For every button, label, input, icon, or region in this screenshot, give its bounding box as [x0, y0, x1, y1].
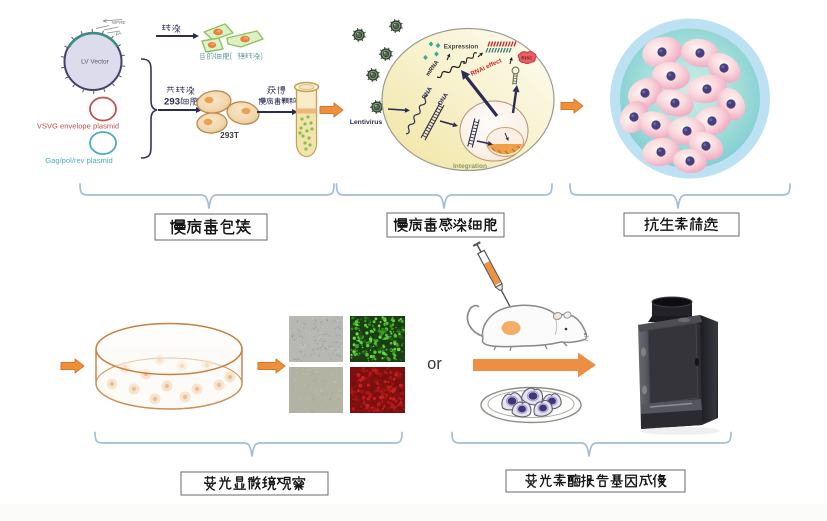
- svg-text:WPRE: WPRE: [112, 20, 126, 25]
- svg-text:2: 2: [164, 97, 169, 108]
- svg-text:9: 9: [169, 97, 174, 108]
- svg-text:Gag/pol/rev plasmid: Gag/pol/rev plasmid: [45, 156, 113, 165]
- svg-text:Lentivirus: Lentivirus: [350, 119, 383, 126]
- svg-text:pA: pA: [116, 31, 122, 36]
- svg-text:VSVG envelope plasmid: VSVG envelope plasmid: [37, 122, 119, 131]
- svg-text:Integration: Integration: [453, 163, 487, 170]
- svg-text:LV Vector: LV Vector: [81, 59, 110, 66]
- svg-text:or: or: [427, 355, 442, 373]
- svg-text:Expression: Expression: [444, 44, 479, 51]
- svg-text:3: 3: [175, 97, 180, 108]
- svg-text:RISC: RISC: [521, 56, 533, 62]
- svg-text:293T: 293T: [220, 131, 239, 140]
